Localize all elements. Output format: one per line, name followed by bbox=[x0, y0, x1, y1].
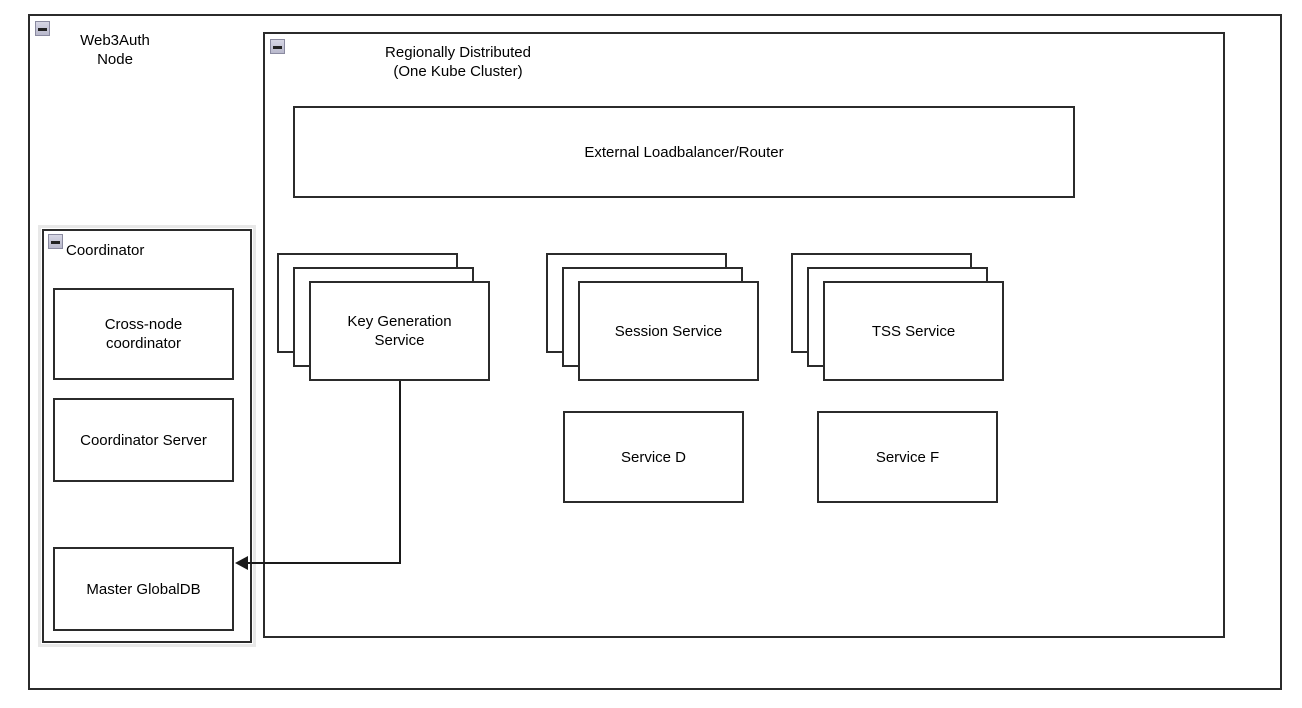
stack-layer-front[interactable]: Key Generation Service bbox=[309, 281, 490, 381]
stacked-node-tss-service[interactable]: TSS Service bbox=[791, 253, 1004, 381]
stack-layer-front[interactable]: TSS Service bbox=[823, 281, 1004, 381]
collapse-icon-coordinator[interactable] bbox=[48, 234, 63, 249]
node-external-loadbalancer-router[interactable]: External Loadbalancer/Router bbox=[293, 106, 1075, 198]
node-cross-node-coordinator[interactable]: Cross-node coordinator bbox=[53, 288, 234, 380]
connector-segment-vertical bbox=[399, 381, 401, 563]
collapse-icon-web3auth-node[interactable] bbox=[35, 21, 50, 36]
group-title-regionally-distributed: Regionally Distributed (One Kube Cluster… bbox=[385, 44, 531, 80]
node-master-globaldb[interactable]: Master GlobalDB bbox=[53, 547, 234, 631]
stack-layer-front[interactable]: Session Service bbox=[578, 281, 759, 381]
connector-segment-horizontal bbox=[248, 562, 401, 564]
node-service-d[interactable]: Service D bbox=[563, 411, 744, 503]
node-service-f[interactable]: Service F bbox=[817, 411, 998, 503]
group-title-web3auth-node: Web3Auth Node bbox=[80, 32, 150, 68]
group-title-coordinator: Coordinator bbox=[66, 242, 145, 259]
collapse-icon-regionally-distributed[interactable] bbox=[270, 39, 285, 54]
left-arrow-head-icon bbox=[235, 556, 248, 570]
stacked-node-session-service[interactable]: Session Service bbox=[546, 253, 759, 381]
node-coordinator-server[interactable]: Coordinator Server bbox=[53, 398, 234, 482]
stacked-node-key-generation-service[interactable]: Key Generation Service bbox=[277, 253, 490, 381]
